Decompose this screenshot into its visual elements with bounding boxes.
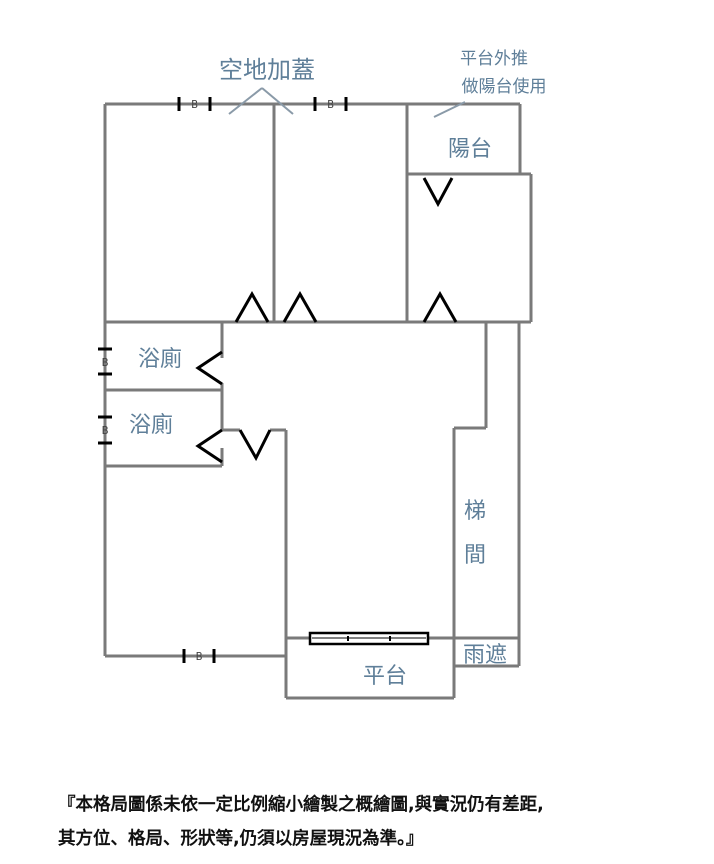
label-stair-2: 間	[464, 543, 486, 568]
b-mark-left-upper: B	[98, 347, 112, 376]
b-label: B	[196, 650, 203, 663]
disclaimer-line-1: 『本格局圖係未依一定比例縮小繪製之概繪圖,與實況仍有差距,	[58, 795, 544, 815]
b-label: B	[191, 98, 198, 111]
label-platform: 平台	[363, 664, 407, 689]
door-mark	[238, 429, 272, 462]
label-platform-push-2: 做陽台使用	[462, 76, 547, 97]
door-mark	[195, 428, 223, 464]
label-addition: 空地加蓋	[219, 56, 315, 84]
label-bathroom-2: 浴廁	[129, 413, 173, 438]
label-canopy: 雨遮	[463, 643, 507, 668]
disclaimer-note: 『本格局圖係未依一定比例縮小繪製之概繪圖,與實況仍有差距, 其方位、格局、形狀等…	[58, 788, 708, 856]
door-mark	[422, 177, 454, 208]
door-mark	[195, 350, 223, 386]
b-label: B	[327, 98, 334, 111]
window	[308, 631, 430, 646]
label-bathroom-1: 浴廁	[138, 347, 182, 372]
door-mark	[234, 290, 270, 323]
b-mark-top-left: B	[177, 97, 212, 111]
label-platform-push-1: 平台外推	[460, 49, 528, 69]
b-mark-top-middle: B	[313, 97, 348, 111]
annotation-pointers	[228, 87, 466, 118]
walls	[103, 102, 533, 700]
label-stair-1: 梯	[464, 499, 486, 524]
doors	[195, 177, 458, 464]
b-mark-bottom: B	[182, 649, 216, 663]
disclaimer-line-2: 其方位、格局、形狀等,仍須以房屋現況為準。』	[58, 829, 424, 849]
b-label: B	[102, 356, 109, 369]
b-mark-left-lower: B	[98, 415, 112, 445]
door-mark	[422, 290, 458, 323]
b-label: B	[102, 424, 109, 437]
floor-plan: B B B B B 空地加蓋 平台外推 做陽台使用 陽台 浴廁 浴廁 梯 間 雨…	[98, 49, 547, 700]
door-mark	[282, 290, 318, 323]
label-balcony: 陽台	[448, 137, 492, 162]
